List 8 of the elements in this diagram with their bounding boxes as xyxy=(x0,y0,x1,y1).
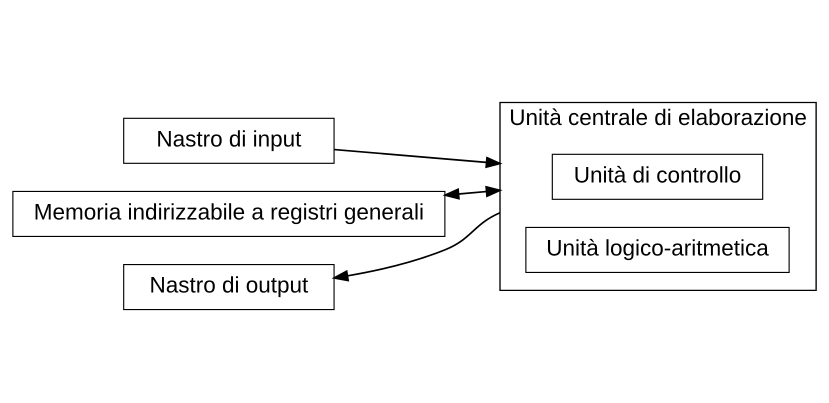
arrow xyxy=(442,186,503,200)
arrow xyxy=(332,212,500,282)
arrow xyxy=(334,148,503,168)
node-box: Unità logico-aritmetica xyxy=(525,226,790,273)
node-box: Unità di controllo xyxy=(552,154,764,200)
node-box: Memoria indirizzabile a registri generali xyxy=(12,190,446,237)
node-box: Nastro di output xyxy=(123,264,335,310)
node-box: Nastro di input xyxy=(123,118,335,164)
